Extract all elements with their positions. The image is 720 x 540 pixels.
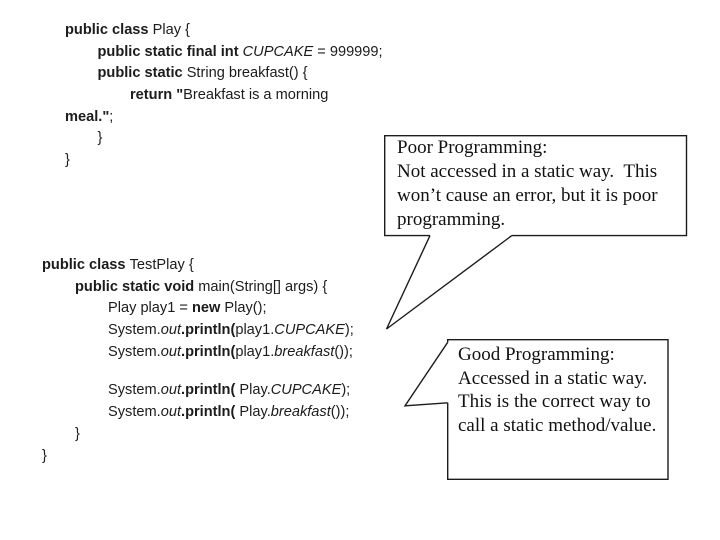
- code-segment: public class: [42, 257, 130, 273]
- code-block-testplay: public class TestPlay {public static voi…: [42, 255, 354, 467]
- code-segment: System.: [108, 322, 161, 339]
- code-line: public static String breakfast() {: [65, 63, 383, 85]
- code-segment: }: [42, 447, 47, 464]
- callout-poor-tail: [385, 235, 513, 330]
- code-line: System.out.println(play1.CUPCAKE);: [42, 320, 354, 342]
- code-segment: out: [160, 382, 182, 399]
- code-line: System.out.println( Play.CUPCAKE);: [42, 380, 354, 402]
- callout-poor-box-border: [384, 135, 688, 237]
- callout-good-box-border: [447, 339, 669, 480]
- code-line: }: [42, 446, 354, 468]
- code-segment: play1.: [235, 343, 275, 360]
- callout-text-line: This is the correct way to: [458, 391, 651, 412]
- code-segment: ;: [109, 108, 114, 125]
- code-segment: public static final int: [97, 43, 243, 60]
- code-block-play: public class Play {public static final i…: [65, 20, 383, 172]
- code-segment: Play play1 =: [108, 300, 192, 317]
- code-line: }: [65, 128, 383, 150]
- callout-good-tail: [403, 341, 449, 407]
- code-segment: );: [341, 382, 351, 399]
- code-line: public class Play {: [65, 20, 383, 42]
- code-segment: return ": [130, 87, 184, 104]
- code-segment: breakfast: [270, 404, 331, 421]
- code-segment: out: [160, 322, 182, 339]
- code-blank-line: [42, 363, 354, 380]
- code-segment: Play.: [235, 404, 271, 421]
- code-segment: .println(: [181, 382, 236, 399]
- code-segment: main(String[] args) {: [198, 278, 328, 295]
- code-segment: new: [191, 300, 221, 317]
- code-segment: System.: [108, 343, 161, 360]
- callout-text-line: Good Programming:: [458, 344, 615, 365]
- code-segment: Breakfast is a morning: [183, 87, 329, 104]
- code-line: Play play1 = new Play();: [42, 298, 354, 320]
- code-segment: public class: [65, 22, 153, 38]
- code-segment: }: [75, 425, 80, 442]
- code-segment: CUPCAKE: [242, 43, 314, 60]
- code-segment: CUPCAKE: [274, 322, 345, 339]
- code-segment: TestPlay {: [129, 257, 194, 273]
- code-line: meal.";: [65, 107, 383, 129]
- code-line: public class TestPlay {: [42, 255, 354, 277]
- code-segment: String breakfast() {: [186, 65, 308, 82]
- code-segment: Play {: [152, 22, 190, 38]
- callout-good-programming: Good Programming:Accessed in a static wa…: [458, 343, 666, 437]
- code-segment: = 999999;: [313, 43, 383, 60]
- code-segment: public static void: [75, 278, 199, 295]
- code-segment: Play();: [220, 300, 267, 317]
- code-segment: );: [344, 322, 354, 339]
- code-segment: System.: [108, 382, 161, 399]
- code-line: System.out.println( Play.breakfast());: [42, 402, 354, 424]
- code-segment: ());: [334, 343, 353, 360]
- code-segment: public static: [97, 65, 187, 82]
- code-segment: System.: [108, 404, 161, 421]
- code-segment: out: [160, 404, 182, 421]
- code-line: public static void main(String[] args) {: [42, 277, 354, 299]
- code-line: }: [42, 424, 354, 446]
- code-segment: CUPCAKE: [270, 382, 342, 399]
- code-segment: Play.: [235, 382, 271, 399]
- code-segment: .println(: [181, 404, 236, 421]
- code-segment: .println(: [181, 343, 236, 360]
- callout-text-line: won’t cause an error, but it is poor: [397, 185, 658, 206]
- code-segment: play1.: [235, 322, 275, 339]
- code-segment: breakfast: [274, 343, 335, 360]
- callout-text-line: Poor Programming:: [397, 137, 548, 158]
- code-segment: }: [65, 152, 70, 169]
- code-segment: }: [97, 130, 103, 147]
- code-line: }: [65, 150, 383, 172]
- code-segment: .println(: [181, 322, 236, 339]
- code-segment: meal.": [65, 108, 110, 125]
- code-line: System.out.println(play1.breakfast());: [42, 342, 354, 364]
- code-line: public static final int CUPCAKE = 999999…: [65, 42, 383, 64]
- code-segment: out: [160, 343, 182, 360]
- code-line: return "Breakfast is a morning: [65, 85, 383, 107]
- code-segment: ());: [330, 404, 350, 421]
- callout-text-line: call a static method/value.: [458, 414, 657, 436]
- callout-text-line: programming.: [397, 209, 506, 230]
- callout-poor-programming: Poor Programming: Not accessed in a stati…: [397, 136, 683, 232]
- callout-text-line: Accessed in a static way.: [458, 367, 648, 389]
- callout-text-line: Not accessed in a static way. This: [397, 161, 658, 182]
